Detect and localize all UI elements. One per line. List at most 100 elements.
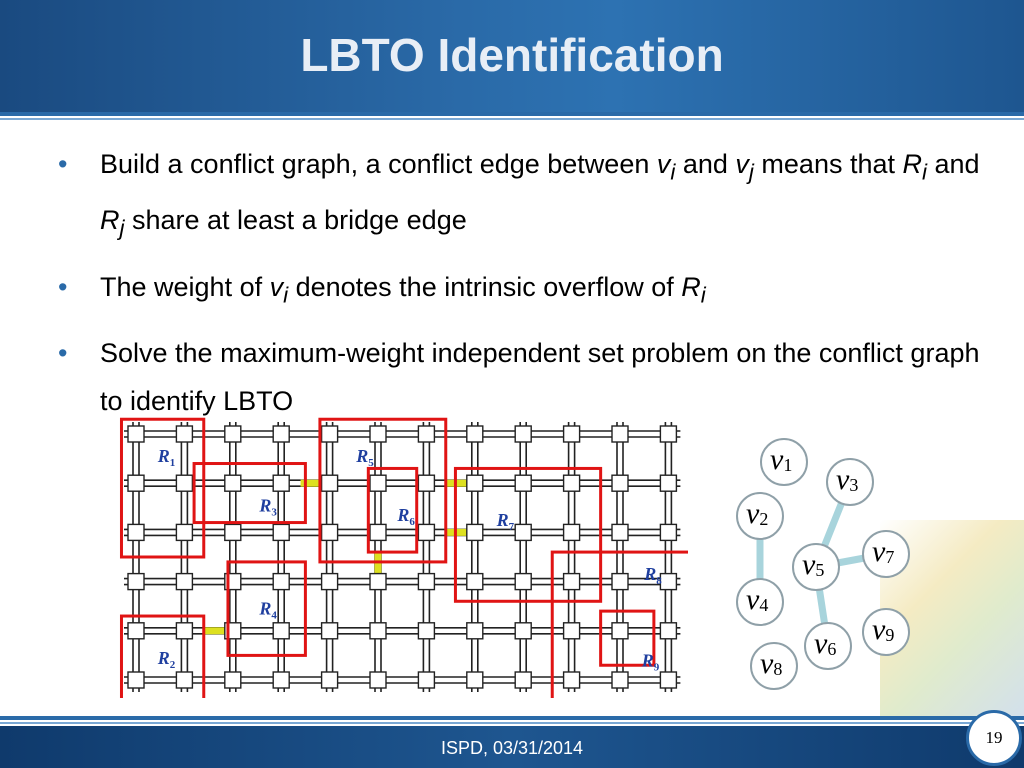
grid-node <box>659 425 678 443</box>
grid-node <box>127 425 145 443</box>
math-var: v <box>269 271 284 302</box>
region-box <box>119 417 206 559</box>
region-label: R8 <box>643 564 662 587</box>
bridge-edge <box>203 627 228 635</box>
math-var: R <box>100 205 120 236</box>
grid-node <box>466 523 484 542</box>
text-run: means that <box>753 149 903 179</box>
region-label: R6 <box>396 505 415 528</box>
graph-node-label: v1 <box>770 443 792 476</box>
grid-node <box>562 572 581 591</box>
grid-node <box>320 622 339 640</box>
grid-node <box>659 622 678 640</box>
grid-node <box>417 425 436 443</box>
bullet-item-2: • The weight of vi denotes the intrinsic… <box>58 263 988 319</box>
region-label: R9 <box>641 650 660 673</box>
bullet-list: • Build a conflict graph, a conflict edg… <box>58 140 988 435</box>
grid-node <box>369 523 387 542</box>
grid-node <box>127 622 145 640</box>
grid-node <box>369 622 387 640</box>
graph-node-label: v8 <box>760 647 782 680</box>
grid-node <box>466 671 484 689</box>
region-label: R5 <box>355 446 374 469</box>
math-sub: j <box>119 215 125 241</box>
bridge-edge <box>374 552 382 577</box>
grid-node <box>320 671 339 689</box>
grid-node <box>320 572 339 591</box>
grid-node <box>272 523 290 542</box>
region-box <box>226 560 307 657</box>
grid-node <box>417 671 436 689</box>
header-rule-thin <box>0 118 1024 120</box>
region-label: R2 <box>157 648 176 671</box>
grid-node <box>514 671 532 689</box>
graph-node <box>804 622 852 670</box>
grid-node <box>466 474 484 492</box>
footer-rule-thin <box>0 722 1024 724</box>
region-box <box>366 466 419 554</box>
bullet-item-1: • Build a conflict graph, a conflict edg… <box>58 140 988 253</box>
graph-node-label: v2 <box>746 497 768 530</box>
grid-node <box>320 425 339 443</box>
grid-node <box>175 474 194 492</box>
region-box <box>453 466 603 603</box>
text-run: denotes the intrinsic overflow of <box>288 271 682 302</box>
grid-node <box>562 425 581 443</box>
grid-node <box>127 474 145 492</box>
grid-node <box>175 425 194 443</box>
math-sub: i <box>670 159 676 185</box>
math-var: v <box>735 149 749 179</box>
grid-node <box>466 622 484 640</box>
text-run: Solve the maximum-weight independent set… <box>100 338 980 417</box>
graph-node <box>862 608 910 656</box>
grid-node <box>611 671 629 689</box>
grid-node <box>611 572 629 591</box>
graph-node <box>736 492 784 540</box>
bridge-edge <box>300 479 325 487</box>
grid-node <box>611 622 629 640</box>
text-run: and <box>927 149 980 179</box>
grid-node <box>611 474 629 492</box>
grid-node <box>659 474 678 492</box>
grid-node <box>175 572 194 591</box>
grid-node <box>562 671 581 689</box>
text-run: share at least a bridge edge <box>124 205 467 236</box>
grid-node <box>514 572 532 591</box>
grid-node <box>466 572 484 591</box>
graph-node <box>862 530 910 578</box>
page-number-badge <box>966 710 1022 766</box>
text-run: Build a conflict graph, a conflict edge … <box>100 149 657 179</box>
bullet-marker: • <box>58 149 68 179</box>
graph-node <box>750 642 798 690</box>
grid-node <box>611 425 629 443</box>
grid-node <box>514 622 532 640</box>
bullet-item-3: • Solve the maximum-weight independent s… <box>58 329 988 425</box>
text-run: The weight of <box>100 271 270 302</box>
grid-node <box>417 622 436 640</box>
math-var: R <box>681 271 701 302</box>
graph-node <box>736 578 784 626</box>
graph-node-label: v6 <box>814 627 836 660</box>
grid-node <box>417 474 436 492</box>
grid-node <box>369 474 387 492</box>
graph-node-label: v5 <box>802 548 824 581</box>
bridge-edge <box>445 479 470 487</box>
grid-node <box>562 523 581 542</box>
region-label: R1 <box>157 446 176 469</box>
grid-node <box>562 622 581 640</box>
math-var: v <box>656 149 671 179</box>
graph-node <box>826 458 874 506</box>
math-var: R <box>902 149 923 179</box>
graph-node-label: v3 <box>836 463 858 496</box>
grid-node <box>466 425 484 443</box>
grid-node <box>611 523 629 542</box>
grid-node <box>514 425 532 443</box>
grid-node <box>175 622 194 640</box>
page-number: 19 <box>985 728 1003 747</box>
footer-text: ISPD, 03/31/2014 <box>440 738 584 758</box>
grid-node <box>369 572 387 591</box>
grid-node <box>224 671 242 689</box>
